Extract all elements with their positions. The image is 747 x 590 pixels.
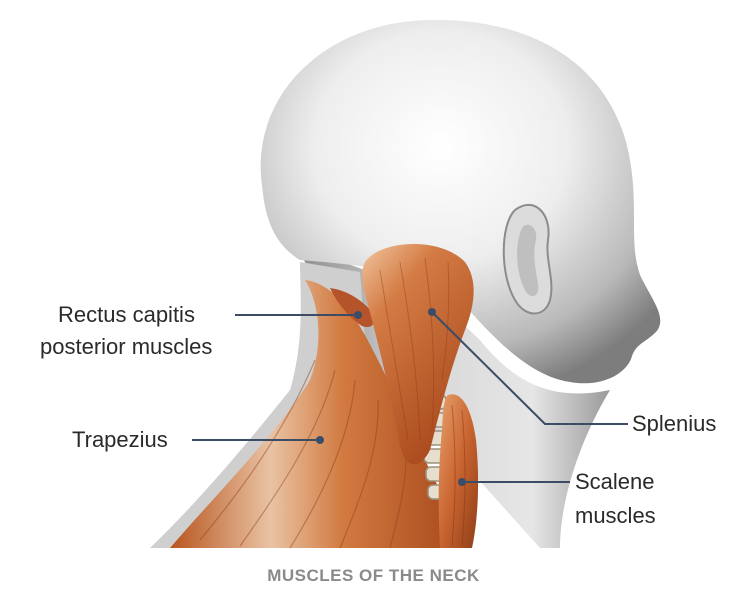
figure-caption: MUSCLES OF THE NECK <box>0 566 747 586</box>
rectus-capitis-label-line1: Rectus capitis <box>58 302 195 328</box>
trapezius-leader-dot <box>316 436 324 444</box>
scalene-leader-dot <box>458 478 466 486</box>
splenius-leader-dot <box>428 308 436 316</box>
splenius-label: Splenius <box>632 411 716 437</box>
rectus-leader-dot <box>354 311 362 319</box>
rectus-capitis-label: Rectus capitis <box>58 302 195 328</box>
trapezius-label: Trapezius <box>72 427 168 453</box>
scalene-label-line2: muscles <box>575 503 656 529</box>
rectus-capitis-label-line2: posterior muscles <box>40 334 212 360</box>
rectus-capitis-label-line2-wrap: posterior muscles <box>40 334 212 360</box>
scalene-label-line1: Scalene <box>575 469 655 495</box>
